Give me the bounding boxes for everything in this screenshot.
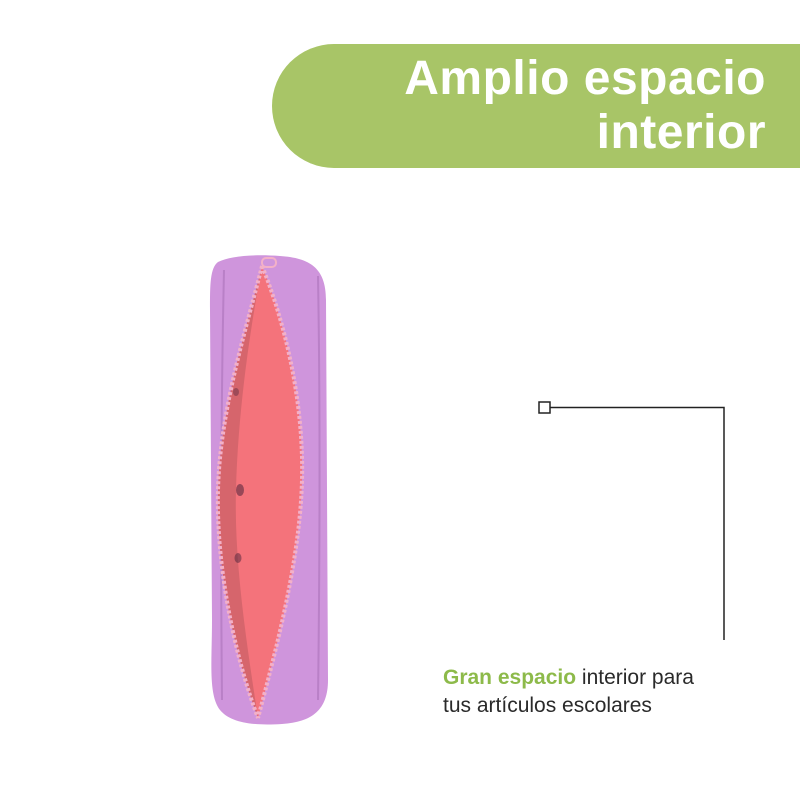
inner-rivet: [233, 388, 239, 396]
zipper-left: [215, 265, 264, 719]
caption-line-2: tus artículos escolares: [443, 694, 652, 717]
lining-shadow: [217, 266, 262, 718]
caption-text: Gran espacio interior para tus artículos…: [443, 664, 783, 720]
banner-title: Amplio espacio interior: [296, 52, 766, 160]
pencil-case-image: [210, 255, 328, 725]
title-line-1: Amplio espacio: [404, 52, 766, 105]
caption-highlight: Gran espacio: [443, 666, 577, 689]
callout-line: [538, 401, 725, 640]
zipper-pull-icon: [261, 257, 277, 268]
title-line-2: interior: [596, 106, 766, 159]
pencil-case-lining: [217, 266, 303, 718]
callout-marker-icon: [538, 401, 551, 414]
caption-rest-line-1: interior para: [576, 666, 694, 689]
inner-rivet: [234, 553, 242, 563]
callout-connector: [550, 406, 725, 640]
inner-rivet: [236, 484, 244, 496]
title-banner: Amplio espacio interior: [272, 44, 800, 168]
zipper-right: [256, 265, 305, 719]
